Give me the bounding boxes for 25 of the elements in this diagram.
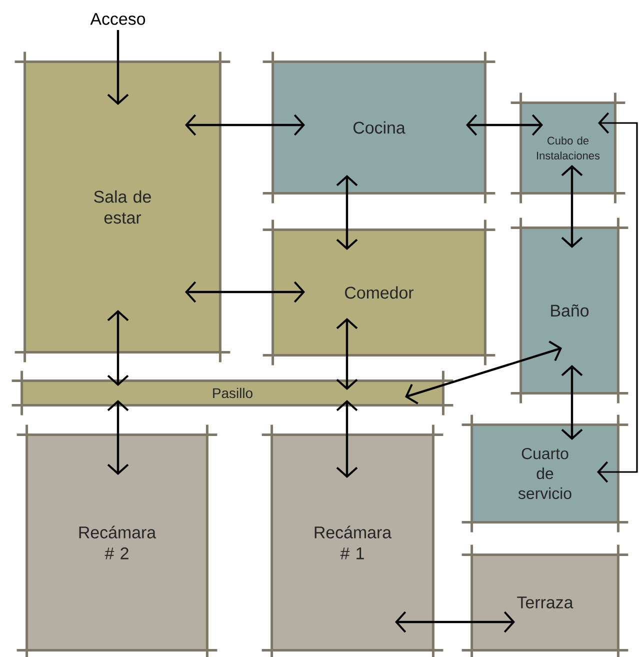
room-box: Comedor [262,220,496,366]
arrow [107,30,129,105]
arrow [561,365,583,440]
arrow [336,175,358,250]
arrow [466,114,543,136]
room-box: Sala de estar [14,52,230,362]
room-box: Pasillo [12,370,454,416]
room-box: Baño [510,218,628,404]
arrow [107,400,129,475]
arrow [336,318,358,390]
arrow [107,310,129,386]
room-box: Recámara # 2 [16,424,218,657]
room-box: Cubo de Instalaciones [510,92,626,204]
arrow [597,112,638,483]
arrow [561,165,583,248]
arrow [405,340,562,404]
arrow [336,400,358,478]
room-box: Cuarto de servicio [462,414,628,532]
room-box: Recámara # 1 [262,424,444,657]
arrow [395,611,515,633]
arrow [185,281,305,303]
room-box: Cocina [262,52,496,204]
room-box: Terraza [462,544,628,657]
entrance-label: Acceso [90,13,146,25]
arrow [185,114,305,136]
